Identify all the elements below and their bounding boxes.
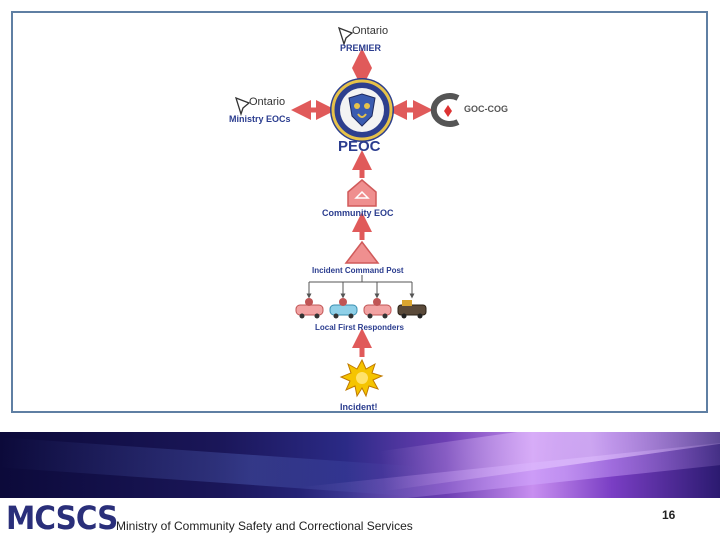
goc-cog-label: GOC-COG xyxy=(464,104,508,114)
peoc-seal-icon xyxy=(330,78,394,142)
incident-command-post-label: Incident Command Post xyxy=(312,266,404,275)
incident-explosion-icon xyxy=(339,358,384,398)
ministry-ontario-wordmark: Ontario xyxy=(249,96,286,108)
ambulance-vehicle-icon xyxy=(295,298,324,319)
police-vehicle-icon xyxy=(329,298,358,319)
community-eoc-label: Community EOC xyxy=(322,208,394,218)
ministry-eocs-label: Ministry EOCs xyxy=(229,114,291,124)
community-eoc-house-icon xyxy=(347,179,377,207)
premier-ontario-wordmark: Ontario xyxy=(352,25,389,37)
mcscs-logo: MCSCS xyxy=(6,499,118,537)
premier-label: PREMIER xyxy=(340,43,382,53)
page-number: 16 xyxy=(662,508,676,522)
goc-emblem-icon xyxy=(430,93,460,127)
footer-decorative-band xyxy=(0,432,720,498)
peoc-label: PEOC xyxy=(338,138,381,155)
responder-distribution-lines xyxy=(306,275,415,299)
incident-label: Incident! xyxy=(340,402,378,412)
icp-triangle-icon xyxy=(344,240,380,264)
ministry-name: Ministry of Community Safety and Correct… xyxy=(116,519,413,533)
local-first-responders-label: Local First Responders xyxy=(315,323,404,332)
ontario-ministry-logo-icon xyxy=(234,96,251,117)
utility-vehicle-icon xyxy=(397,300,427,319)
ontario-premier-logo-icon xyxy=(337,26,354,47)
diagram-canvas xyxy=(234,26,460,398)
fire-vehicle-icon xyxy=(363,298,392,319)
